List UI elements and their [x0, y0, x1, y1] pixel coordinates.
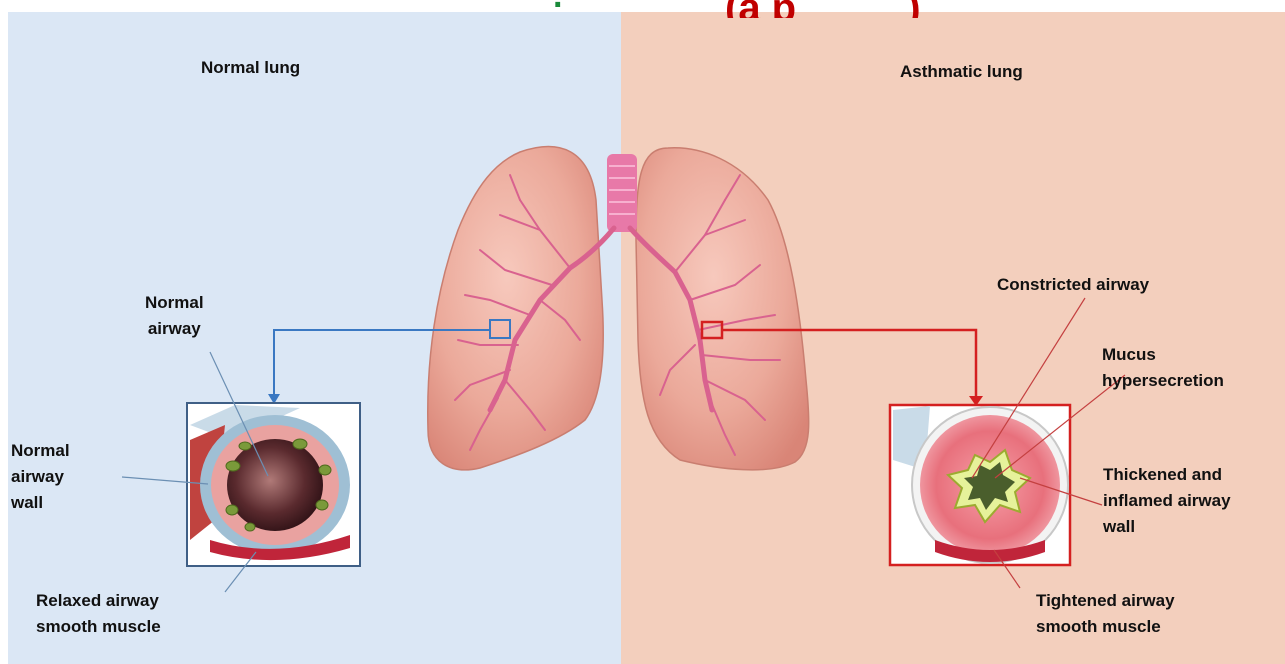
relaxed-smooth-muscle-label: Relaxed airway smooth muscle: [36, 588, 161, 640]
left-lung-lobe: [428, 147, 603, 470]
thickened-inflamed-wall-label: Thickened and inflamed airway wall: [1103, 462, 1231, 540]
right-lung-lobe: [636, 148, 809, 470]
normal-airway-label: Normal airway: [145, 290, 204, 342]
constricted-airway-label: Constricted airway: [997, 272, 1149, 298]
normal-airway-wall-label: Normal airway wall: [11, 438, 70, 516]
tightened-smooth-muscle-label: Tightened airway smooth muscle: [1036, 588, 1175, 640]
lungs-illustration: [428, 147, 809, 470]
mucus-hypersecretion-label: Mucus hypersecretion: [1102, 342, 1224, 394]
normal-airway-cross-section: [187, 403, 360, 566]
